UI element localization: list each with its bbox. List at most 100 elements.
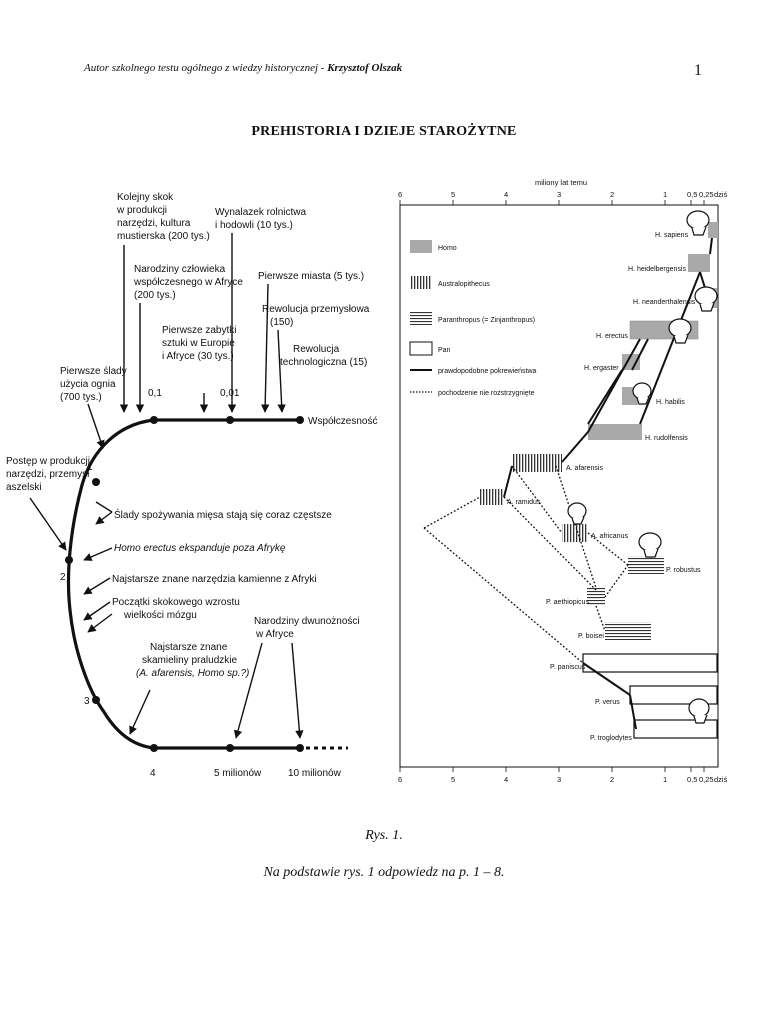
timeline-dot	[150, 416, 158, 424]
page-number: 1	[694, 62, 702, 79]
bar-h-rudolfensis	[588, 424, 642, 440]
annotation-oldest-tools: Najstarsze znane narzędzia kamienne z Af…	[112, 574, 317, 585]
taxon-label: P. troglodytes	[590, 735, 632, 742]
uncertain-relationship-lines	[423, 465, 629, 664]
legend-swatch-pan	[409, 341, 433, 356]
svg-text:5: 5	[451, 775, 455, 784]
svg-text:4: 4	[504, 775, 508, 784]
timeline-dot	[296, 416, 304, 424]
annotation-brain-growth: Początki skokowego wzrostu wielkości móz…	[112, 597, 243, 621]
annotation-fire: Pierwsze ślady użycia ognia (700 tys.)	[60, 366, 129, 403]
figure-caption: Rys. 1.	[365, 828, 403, 843]
annotation-modern-human: Narodziny człowieka współczesnego w Afry…	[133, 264, 246, 301]
curve-marker: 3	[84, 696, 90, 707]
skull-icon	[632, 382, 652, 405]
timeline-dot	[296, 744, 304, 752]
svg-text:1: 1	[663, 190, 667, 199]
taxon-label: P. boisei	[578, 633, 604, 640]
taxon-label: P. robustus	[666, 567, 701, 574]
legend-label-homo: Homo	[438, 245, 457, 252]
bar-p-boisei	[605, 622, 651, 640]
taxon-labels: H. sapiens H. heidelbergensis H. neander…	[507, 232, 701, 742]
timeline-dot	[92, 696, 100, 704]
annotation-industrial-revolution: Rewolucja przemysłowa (150)	[262, 304, 372, 328]
svg-text:0,25: 0,25	[699, 190, 714, 199]
annotation-meat: Ślady spożywania mięsa stają się coraz c…	[114, 508, 332, 521]
taxon-label: H. heidelbergensis	[628, 266, 686, 273]
bottom-axis-tick: 4	[150, 768, 156, 779]
bar-p-troglodytes	[633, 719, 718, 739]
timeline-curve	[66, 418, 300, 750]
svg-text:0,25: 0,25	[699, 775, 714, 784]
bar-a-afarensis	[512, 454, 562, 472]
legend-swatch-homo	[410, 240, 432, 253]
taxon-label: P. aethiopicus	[546, 599, 590, 606]
annotation-bipedalism: Narodziny dwunożności w Afryce	[254, 616, 362, 640]
skull-icon	[668, 318, 692, 344]
curve-marker: 1	[87, 462, 93, 473]
bottom-axis-tick: 10 milionów	[288, 768, 342, 779]
svg-text:0,5: 0,5	[687, 190, 697, 199]
annotation-arrows	[29, 233, 304, 739]
top-axis-tick: 0,1	[148, 388, 162, 399]
bar-h-sapiens	[708, 222, 718, 238]
timeline-dot	[226, 744, 234, 752]
bar-p-robustus	[628, 556, 664, 574]
svg-text:4: 4	[504, 190, 508, 199]
legend-label-uncertain: pochodzenie nie rozstrzygnięte	[438, 390, 535, 397]
legend-swatch-australopithecus	[410, 276, 432, 289]
skull-icon	[638, 532, 662, 558]
taxon-label: H. habilis	[656, 399, 685, 406]
annotation-agriculture: Wynalazek rolnictwa i hodowli (10 tys.)	[215, 207, 309, 231]
lineage-bars	[480, 222, 718, 739]
taxon-label: A. ramidus	[507, 499, 541, 506]
svg-text:2: 2	[610, 190, 614, 199]
bar-p-paniscus	[582, 653, 718, 673]
page-header-author: Autor szkolnego testu ogólnego z wiedzy …	[84, 62, 403, 74]
svg-text:6: 6	[398, 190, 402, 199]
legend-label-probable: prawdopodobne pokrewieństwa	[438, 368, 537, 375]
bar-a-ramidus	[480, 489, 504, 505]
svg-text:1: 1	[663, 775, 667, 784]
taxon-label: H. sapiens	[655, 232, 689, 239]
probable-relationship-lines	[503, 237, 713, 730]
annotation-oldest-fossils: Najstarsze znane skamieliny praludzkie (…	[136, 642, 249, 679]
skull-icon	[694, 286, 718, 312]
annotation-acheulean: Postęp w produkcji narzędzi, przemysł as…	[6, 456, 93, 493]
taxon-label: A. afarensis	[566, 465, 603, 472]
skull-icon	[686, 210, 710, 236]
figure-instruction: Na podstawie rys. 1 odpowiedz na p. 1 – …	[263, 865, 505, 880]
axis-title: miliony lat temu	[535, 178, 587, 187]
bottom-axis-ticks: 6 5 4 3 2 1 0,5 0,25 dziś	[398, 775, 728, 784]
curve-marker: 2	[60, 572, 66, 583]
top-axis-tick: 0,01	[220, 388, 240, 399]
taxon-label: H. erectus	[596, 333, 628, 340]
timeline-dot	[92, 478, 100, 486]
bar-a-africanus	[562, 524, 588, 542]
annotation-technological-revolution: Rewolucja technologiczna (15)	[280, 344, 367, 368]
annotation-homo-erectus: Homo erectus ekspanduje poza Afrykę	[114, 543, 286, 554]
svg-text:0,5: 0,5	[687, 775, 697, 784]
page-title: PREHISTORIA I DZIEJE STAROŻYTNE	[251, 124, 517, 139]
right-phylogeny-figure: miliony lat temu 6 5 4 3 2 1 0,5 0,25 dz…	[398, 178, 728, 784]
timeline-dot	[150, 744, 158, 752]
svg-text:3: 3	[557, 775, 561, 784]
top-axis-end-label: Współczesność	[308, 416, 377, 427]
svg-text:dziś: dziś	[714, 190, 728, 199]
top-axis-ticks: 6 5 4 3 2 1 0,5 0,25 dziś	[398, 190, 728, 199]
timeline-dot	[65, 556, 73, 564]
taxon-label: A. africanus	[591, 533, 628, 540]
taxon-label: H. neanderthalensis	[633, 299, 696, 306]
legend-label-australopithecus: Australopithecus	[438, 281, 490, 288]
annotation-first-art: Pierwsze zabytki sztuki w Europie i Afry…	[162, 325, 239, 362]
annotation-first-cities: Pierwsze miasta (5 tys.)	[258, 271, 364, 282]
author-name: Krzysztof Olszak	[327, 62, 403, 74]
legend-label-paranthropus: Paranthropus (= Zinjanthropus)	[438, 317, 535, 324]
skull-icon	[567, 502, 587, 525]
annotation-mousterian: Kolejny skok w produkcji narzędzi, kultu…	[116, 192, 210, 242]
skull-icons	[567, 210, 718, 724]
taxon-label: H. ergaster	[584, 365, 619, 372]
bar-h-ergaster	[622, 354, 640, 370]
phylogeny-frame	[399, 204, 719, 768]
